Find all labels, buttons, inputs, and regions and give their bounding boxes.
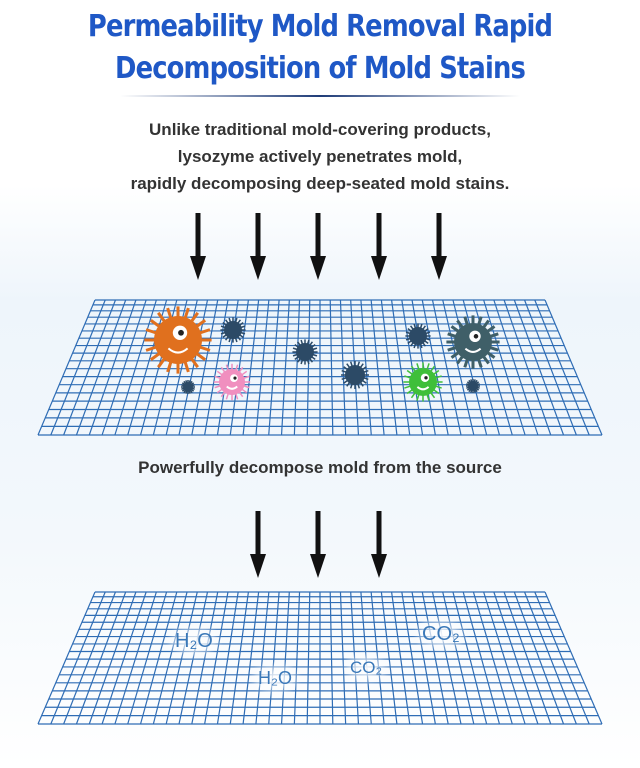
arrow-down-icon (371, 511, 387, 578)
middle-caption: Powerfully decompose mold from the sourc… (138, 458, 502, 477)
mold-spore (220, 317, 246, 343)
orange-mold-monster (144, 306, 212, 374)
molecule-co2: CO₂ (412, 615, 470, 654)
molecule-h2o: H₂O (165, 622, 223, 661)
arrow-down-icon (250, 213, 266, 280)
mold-spore (341, 361, 369, 389)
arrow-down-icon (250, 511, 266, 578)
arrow-down-icon (310, 213, 326, 280)
molecule-co2: CO₂ (340, 650, 393, 686)
arrow-down-icon (371, 213, 387, 280)
molecule-h2o: H₂O (248, 660, 302, 697)
mold-spore (292, 339, 318, 365)
gray-mold-monster (446, 315, 500, 369)
arrow-down-icon (310, 511, 326, 578)
mold-spore (181, 380, 195, 394)
mesh-with-mold (37, 299, 603, 436)
mesh-clean (37, 591, 603, 725)
title-divider (120, 95, 520, 97)
arrow-down-icon (190, 213, 206, 280)
pink-mold-monster (213, 363, 251, 401)
mold-spore (466, 379, 480, 393)
description: Unlike traditional mold-covering product… (130, 120, 510, 193)
arrow-down-icon (431, 213, 447, 280)
mold-spore (405, 323, 431, 349)
green-mold-monster (403, 362, 443, 402)
